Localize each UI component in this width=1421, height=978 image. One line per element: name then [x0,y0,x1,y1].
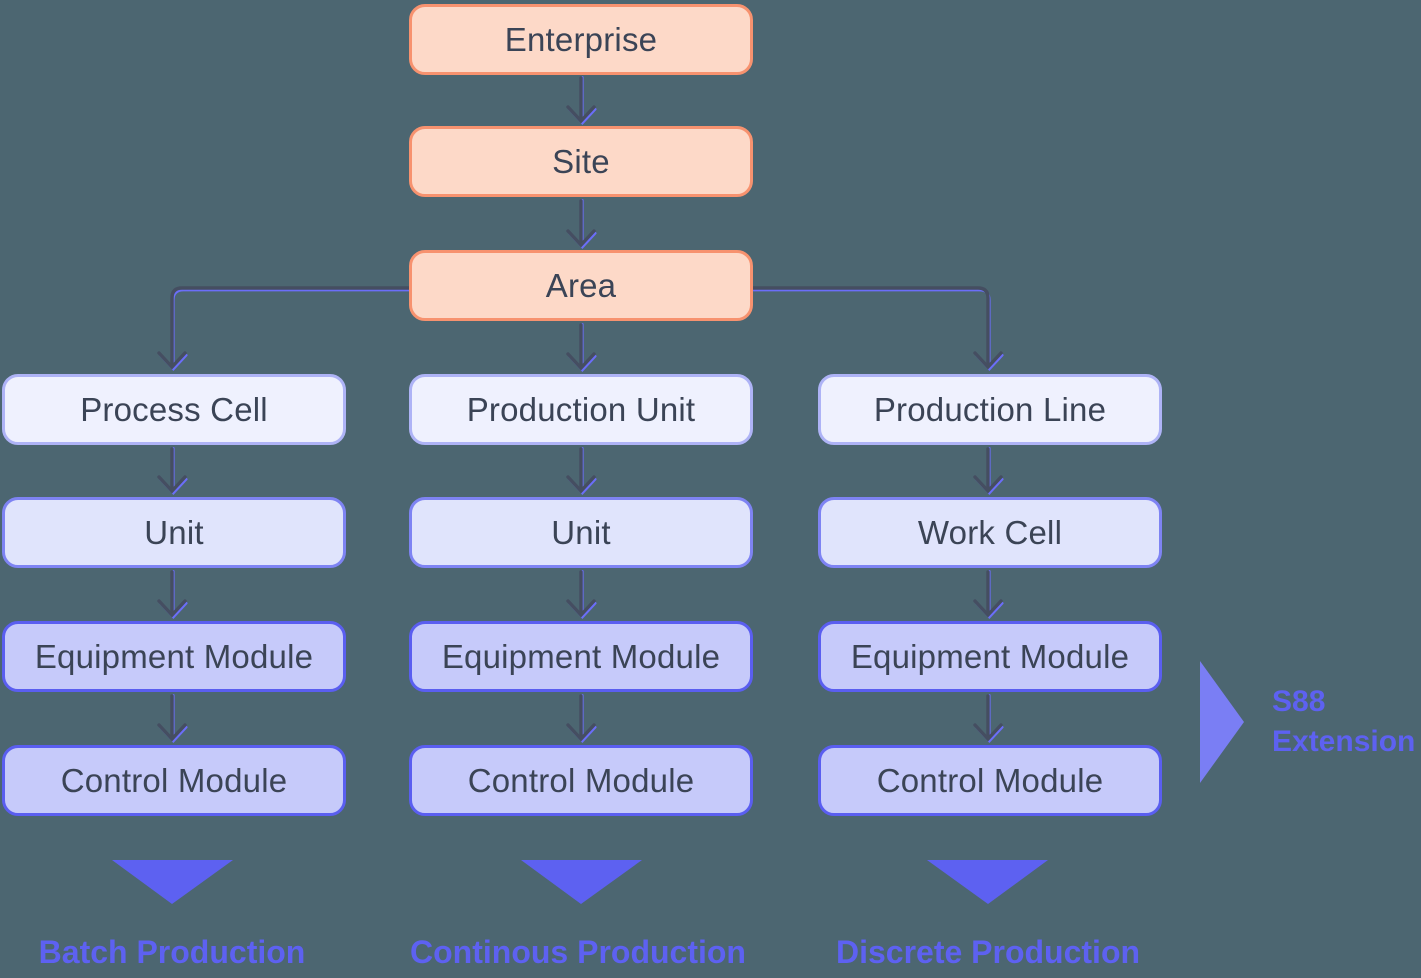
node-equipment-module-continuous: Equipment Module [409,621,753,692]
arrow-down-icon [568,323,597,372]
node-label: Enterprise [504,20,658,58]
node-label: Unit [144,513,204,551]
connector-left-icon [159,289,412,371]
s88-line1: S88 [1272,685,1326,718]
node-control-module-continuous: Control Module [409,745,753,816]
node-control-module-batch: Control Module [2,745,346,816]
node-site: Site [409,126,753,197]
arrow-down-icon [568,76,597,125]
node-equipment-module-batch: Equipment Module [2,621,346,692]
arrow-down-icon [975,570,1004,619]
arrow-down-icon [973,694,1003,742]
node-label: Equipment Module [441,637,721,675]
arrow-down-icon [568,199,597,249]
connector-left-icon [157,286,411,370]
node-label: Control Module [876,761,1104,799]
node-production-unit: Production Unit [409,374,753,445]
node-label: Production Unit [466,390,696,428]
node-label: Site [552,142,610,180]
arrow-down-icon [566,694,596,742]
node-label: Area [545,266,617,304]
node-label: Equipment Module [850,637,1130,675]
arrow-down-icon [975,694,1004,743]
node-enterprise: Enterprise [409,4,753,75]
node-label: Control Module [60,761,288,799]
arrow-down-icon [566,76,596,124]
arrow-down-icon [566,447,596,494]
label-s88-extension: S88 Extension [1272,682,1421,762]
node-work-cell: Work Cell [818,497,1162,568]
connector-right-icon [752,289,1004,371]
node-production-line: Production Line [818,374,1162,445]
node-process-cell: Process Cell [2,374,346,445]
connector-right-icon [750,286,1003,370]
arrow-down-icon [159,570,188,619]
arrow-down-icon [566,570,596,618]
node-area: Area [409,250,753,321]
node-control-module-discrete: Control Module [818,745,1162,816]
arrow-down-icon [157,694,187,742]
arrow-down-icon [157,447,187,494]
label-continous-production: Continous Production [410,934,746,970]
arrow-down-icon [973,570,1003,618]
arrow-down-icon [568,694,597,743]
arrow-down-icon [566,323,596,371]
triangle-down-icon [927,860,1048,904]
node-label: Work Cell [917,513,1063,551]
node-unit-batch: Unit [2,497,346,568]
label-batch-production: Batch Production [38,934,306,970]
arrow-down-icon [568,570,597,619]
s88-line2: Extension [1272,725,1416,758]
arrow-down-icon [568,447,597,495]
label-discrete-production: Discrete Production [835,934,1141,970]
arrow-down-icon [159,694,188,743]
node-unit-continuous: Unit [409,497,753,568]
node-label: Equipment Module [34,637,314,675]
node-label: Process Cell [80,390,268,428]
arrow-down-icon [157,570,187,618]
triangle-down-icon [112,860,233,904]
node-label: Production Line [873,390,1107,428]
arrow-down-icon [973,447,1003,494]
node-label: Control Module [467,761,695,799]
node-equipment-module-discrete: Equipment Module [818,621,1162,692]
arrow-down-icon [159,447,188,495]
s88-arrow-right-icon [1200,661,1244,783]
triangle-down-icon [521,860,642,904]
node-label: Unit [551,513,611,551]
arrow-down-icon [975,447,1004,495]
arrow-down-icon [566,199,596,248]
